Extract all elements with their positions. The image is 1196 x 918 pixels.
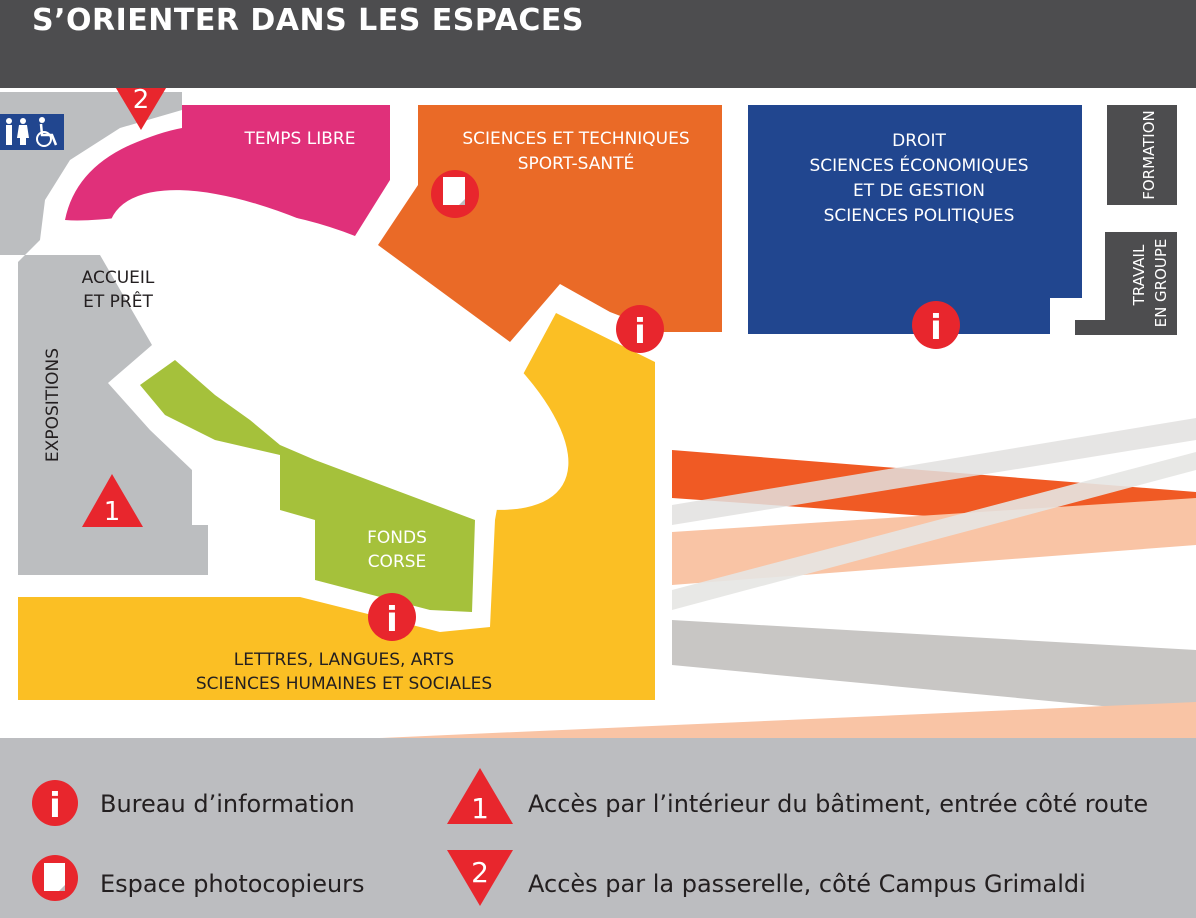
label-accueil-1: ACCUEIL bbox=[82, 268, 155, 288]
central-atrium bbox=[107, 190, 569, 510]
label-formation: FORMATION bbox=[1140, 110, 1158, 200]
access-2-marker[interactable]: 2 bbox=[110, 88, 172, 130]
svg-text:2: 2 bbox=[133, 88, 150, 115]
label-temps-libre: TEMPS LIBRE bbox=[244, 129, 356, 149]
photocopy-icon bbox=[32, 855, 78, 901]
svg-text:2: 2 bbox=[471, 856, 489, 889]
info-icon: i bbox=[32, 780, 78, 826]
zone-accueil-expositions bbox=[0, 92, 208, 575]
zone-droit bbox=[748, 105, 1082, 334]
label-expositions: EXPOSITIONS bbox=[43, 348, 63, 462]
label-droit-3: ET DE GESTION bbox=[853, 181, 985, 201]
zone-travail-groupe bbox=[1075, 232, 1177, 335]
svg-text:i: i bbox=[930, 308, 942, 348]
label-travail: TRAVAIL bbox=[1130, 244, 1148, 306]
legend-access2-label: Accès par la passerelle, côté Campus Gri… bbox=[528, 870, 1086, 898]
zone-fonds-corse bbox=[140, 360, 475, 612]
svg-text:i: i bbox=[634, 312, 646, 352]
label-sciences-2: SPORT-SANTÉ bbox=[518, 152, 635, 174]
label-droit-2: SCIENCES ÉCONOMIQUES bbox=[809, 154, 1028, 176]
legend-info-label: Bureau d’information bbox=[100, 790, 355, 818]
photocopy-marker[interactable] bbox=[431, 170, 479, 218]
info-marker-lettres[interactable]: i bbox=[368, 593, 416, 641]
access-1-icon: 1 bbox=[447, 768, 513, 825]
svg-text:1: 1 bbox=[471, 792, 489, 825]
legend-photocopy-label: Espace photocopieurs bbox=[100, 870, 365, 898]
zone-lettres bbox=[18, 313, 655, 700]
label-en-groupe: EN GROUPE bbox=[1152, 239, 1170, 328]
label-sciences-1: SCIENCES ET TECHNIQUES bbox=[462, 129, 689, 149]
decor-stripe-lightgrey2 bbox=[672, 452, 1196, 610]
label-lettres-2: SCIENCES HUMAINES ET SOCIALES bbox=[196, 674, 492, 694]
floor-plan-map: TEMPS LIBRE SCIENCES ET TECHNIQUES SPORT… bbox=[0, 88, 1196, 738]
label-fonds-corse-1: FONDS bbox=[367, 528, 427, 548]
zone-formation bbox=[1107, 105, 1177, 205]
access-2-icon: 2 bbox=[447, 850, 513, 906]
toilets-accessible-icon bbox=[0, 114, 64, 150]
info-marker-sciences[interactable]: i bbox=[616, 305, 664, 353]
decor-stripe-grey bbox=[672, 620, 1196, 715]
zone-sciences-techniques bbox=[378, 105, 722, 342]
label-fonds-corse-2: CORSE bbox=[368, 552, 427, 572]
svg-text:i: i bbox=[49, 786, 61, 826]
legend: i Bureau d’information Espace photocopie… bbox=[0, 738, 1196, 918]
decor-stripe-bottom bbox=[380, 702, 1196, 738]
decor-stripe-lightgrey bbox=[672, 418, 1196, 525]
access-1-marker[interactable]: 1 bbox=[82, 474, 143, 527]
header: S’ORIENTER DANS LES ESPACES bbox=[0, 0, 1196, 88]
legend-access1-label: Accès par l’intérieur du bâtiment, entré… bbox=[528, 790, 1149, 818]
label-lettres-1: LETTRES, LANGUES, ARTS bbox=[234, 650, 454, 670]
label-droit-1: DROIT bbox=[892, 131, 946, 151]
svg-text:i: i bbox=[386, 600, 398, 640]
info-marker-droit[interactable]: i bbox=[912, 301, 960, 349]
label-accueil-2: ET PRÊT bbox=[83, 290, 153, 312]
page-title: S’ORIENTER DANS LES ESPACES bbox=[32, 3, 584, 38]
label-droit-4: SCIENCES POLITIQUES bbox=[824, 206, 1015, 226]
svg-text:1: 1 bbox=[104, 497, 121, 527]
